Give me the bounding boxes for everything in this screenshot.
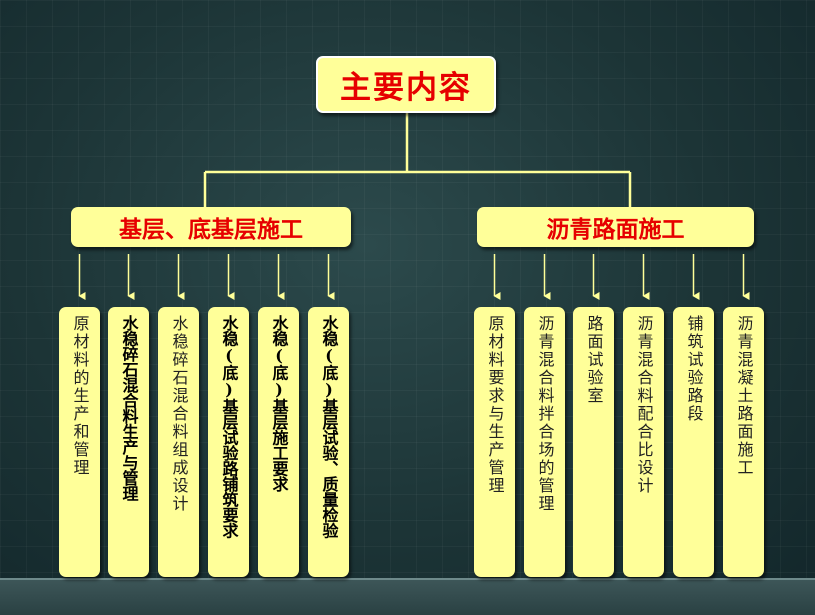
leaf-label: 水稳(底)基层施工要求 — [269, 315, 289, 492]
leaf-label: 水稳碎石混合料组成设计 — [169, 315, 189, 513]
leaf-box: 沥青混合料拌合场的管理 — [524, 307, 565, 577]
branch-box-asphalt: 沥青路面施工 — [477, 207, 754, 247]
root-title: 主要内容 — [340, 70, 472, 106]
leaf-box: 水稳(底)基层施工要求 — [258, 307, 299, 577]
leaf-label: 原材料的生产和管理 — [70, 315, 90, 477]
leaf-box: 原材料的生产和管理 — [59, 307, 100, 577]
root-box: 主要内容 — [316, 56, 496, 113]
branch-title: 基层、底基层施工 — [119, 216, 303, 243]
leaf-box: 水稳碎石混合料生产与管理 — [108, 307, 149, 577]
leaf-label: 路面试验室 — [584, 315, 604, 405]
branch-title: 沥青路面施工 — [546, 216, 685, 243]
slide-footer-bar — [0, 578, 815, 615]
leaf-label: 沥青混合料拌合场的管理 — [535, 315, 555, 513]
leaf-label: 水稳(底)基层试验路铺筑要求 — [219, 315, 239, 538]
leaf-box: 路面试验室 — [573, 307, 614, 577]
leaf-box: 水稳(底)基层试验、质量检验 — [308, 307, 349, 577]
leaf-box: 水稳碎石混合料组成设计 — [158, 307, 199, 577]
leaf-label: 沥青混凝土路面施工 — [734, 315, 754, 477]
leaf-label: 水稳(底)基层试验、质量检验 — [319, 315, 339, 538]
leaf-box: 沥青混凝土路面施工 — [723, 307, 764, 577]
leaf-label: 水稳碎石混合料生产与管理 — [119, 315, 139, 501]
branch-box-base-layer: 基层、底基层施工 — [71, 207, 351, 247]
leaf-label: 沥青混合料配合比设计 — [634, 315, 654, 495]
leaf-box: 原材料要求与生产管理 — [474, 307, 515, 577]
leaf-box: 水稳(底)基层试验路铺筑要求 — [208, 307, 249, 577]
leaf-box: 沥青混合料配合比设计 — [623, 307, 664, 577]
leaf-label: 原材料要求与生产管理 — [485, 315, 505, 495]
leaf-label: 铺筑试验路段 — [684, 315, 704, 423]
leaf-box: 铺筑试验路段 — [673, 307, 714, 577]
